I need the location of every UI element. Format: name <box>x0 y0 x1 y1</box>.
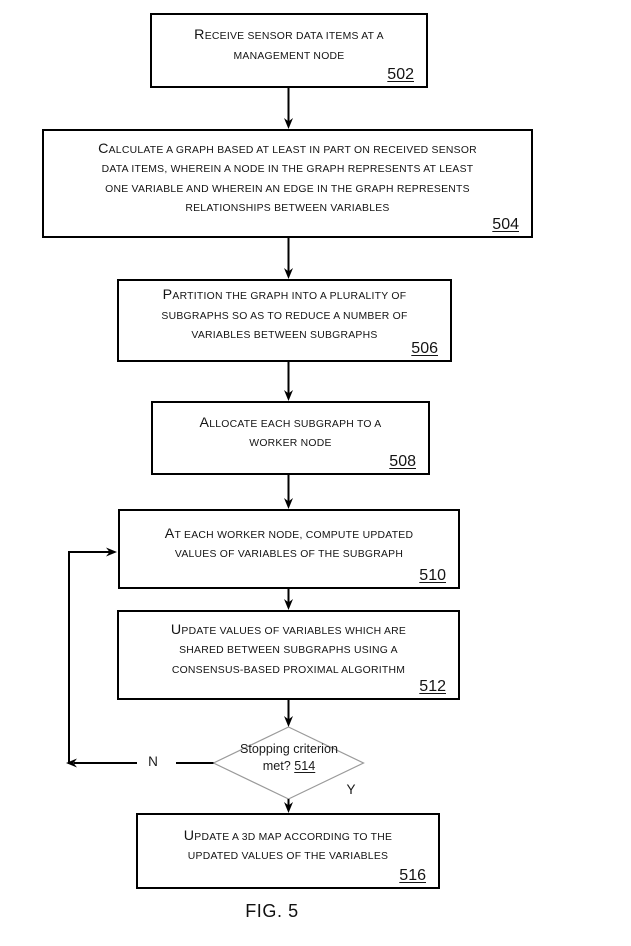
arrowheads <box>66 118 293 813</box>
decision-line1: Stopping criterion <box>239 742 338 756</box>
step-box-502: RECEIVE SENSOR DATA ITEMS AT A MANAGEMEN… <box>150 13 428 88</box>
ref-number: 506 <box>411 340 438 357</box>
ref-number: 508 <box>389 453 416 470</box>
connector-lines <box>68 88 290 806</box>
step-box-510: AT EACH WORKER NODE, COMPUTE UPDATED VAL… <box>118 509 460 589</box>
decision-ref-number: 514 <box>294 759 316 773</box>
ref-number: 502 <box>387 66 414 83</box>
step-text: CALCULATE A GRAPH BASED AT LEAST IN PART… <box>98 140 477 214</box>
ref-number: 510 <box>419 567 446 584</box>
figure-caption: FIG. 5 <box>245 901 299 921</box>
step-text: UPDATE A 3D MAP ACCORDING TO THE UPDATED… <box>183 827 393 862</box>
branch-label-no: N <box>148 754 158 769</box>
step-box-506: PARTITION THE GRAPH INTO A PLURALITY OF … <box>117 279 452 362</box>
step-text: UPDATE VALUES OF VARIABLES WHICH ARE SHA… <box>170 621 407 676</box>
step-box-508: ALLOCATE EACH SUBGRAPH TO A WORKER NODE … <box>151 401 430 475</box>
decision-line2: met? 514 <box>262 759 316 773</box>
step-text: ALLOCATE EACH SUBGRAPH TO A WORKER NODE <box>199 414 382 449</box>
step-box-504: CALCULATE A GRAPH BASED AT LEAST IN PART… <box>42 129 533 238</box>
step-box-512: UPDATE VALUES OF VARIABLES WHICH ARE SHA… <box>117 610 460 700</box>
ref-number: 516 <box>399 867 426 884</box>
step-text: RECEIVE SENSOR DATA ITEMS AT A MANAGEMEN… <box>194 27 384 62</box>
ref-number: 504 <box>492 216 519 233</box>
decision-text: Stopping criterion met? 514 <box>213 741 365 775</box>
step-box-516: UPDATE A 3D MAP ACCORDING TO THE UPDATED… <box>136 813 440 889</box>
decision-diamond-shape <box>212 726 365 800</box>
ref-number: 512 <box>419 678 446 695</box>
step-text: PARTITION THE GRAPH INTO A PLURALITY OF … <box>161 287 408 342</box>
step-text: AT EACH WORKER NODE, COMPUTE UPDATED VAL… <box>164 525 414 560</box>
branch-label-yes: Y <box>346 782 356 797</box>
